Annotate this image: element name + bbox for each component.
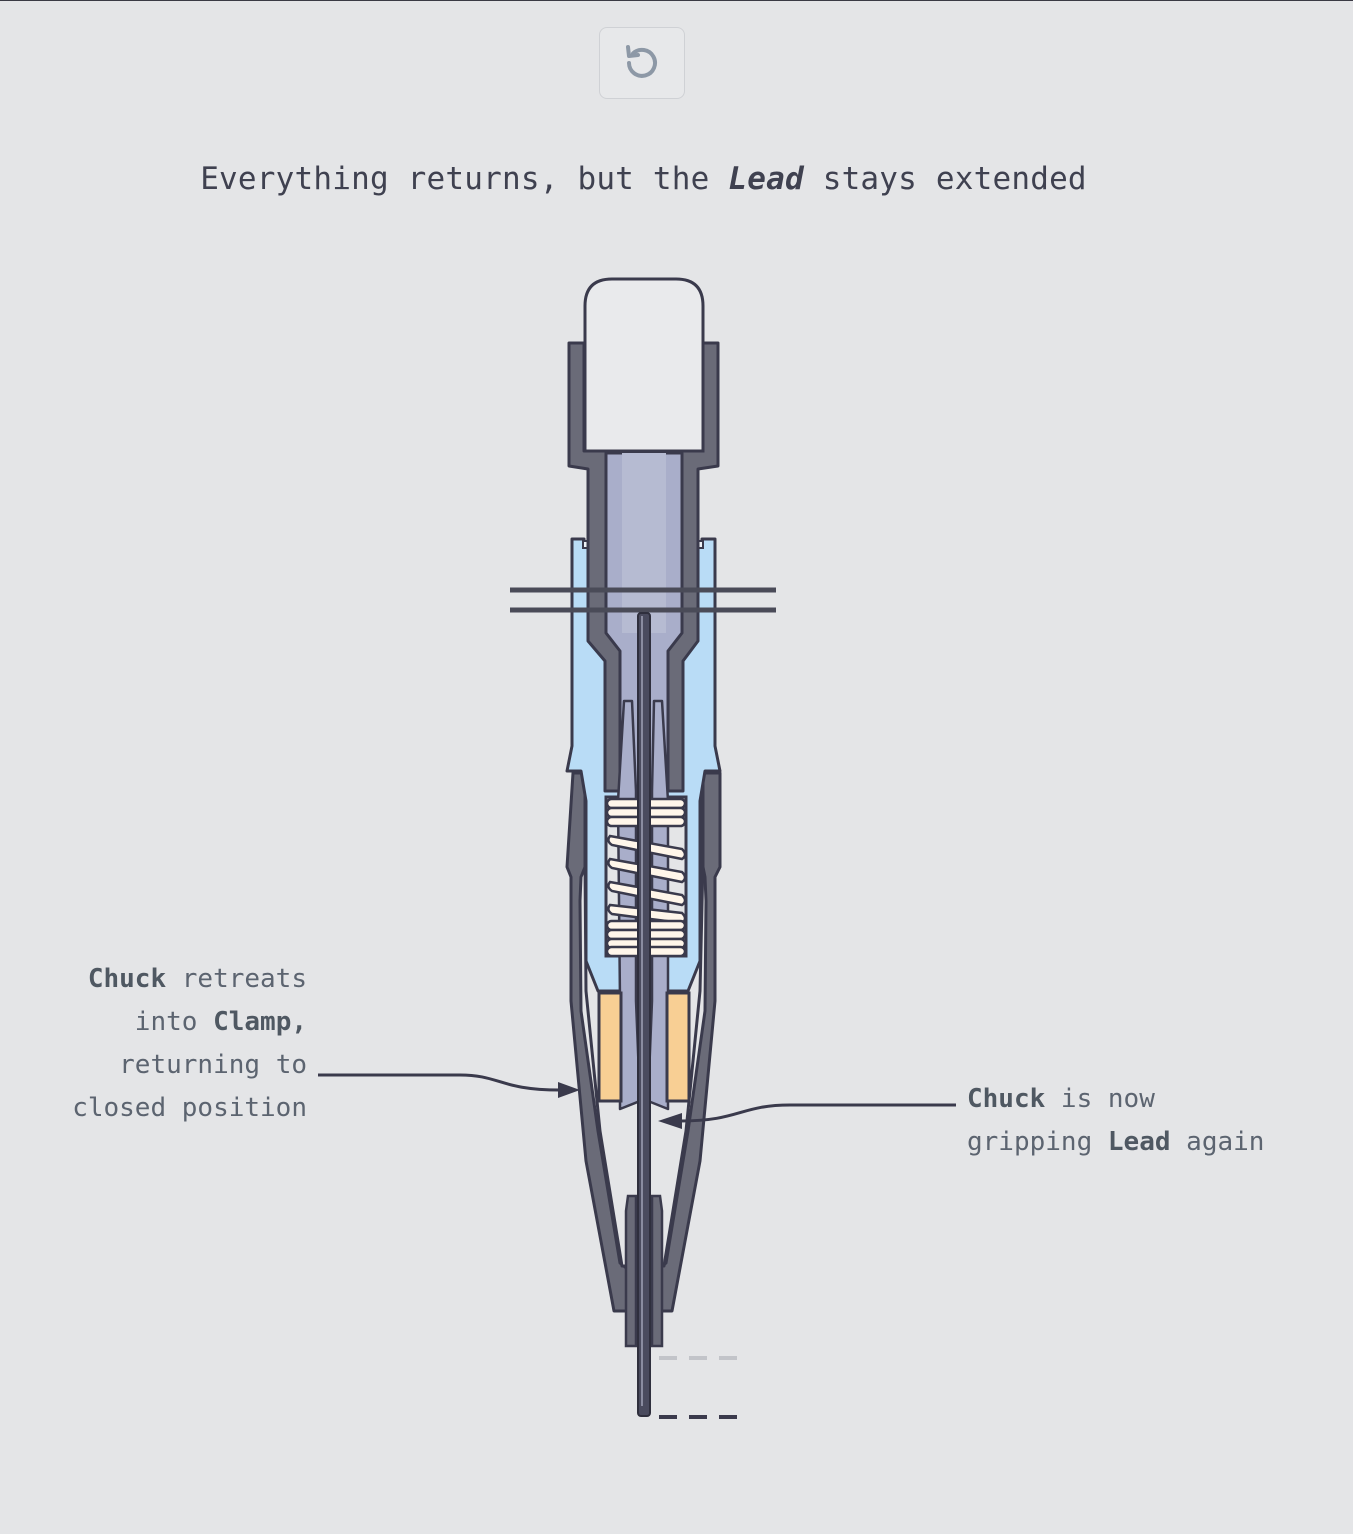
right-annotation-leader (679, 1103, 956, 1123)
annotation-chuck-retreats: Chuck retreats into Clamp, returning to … (72, 964, 307, 1123)
push-button-cap (583, 277, 705, 453)
step-caption: Everything returns, but the Lead stays e… (200, 161, 1087, 197)
reset-button[interactable] (599, 27, 685, 99)
left-annotation-leader (318, 1073, 561, 1092)
caption-emphasis: Lead (728, 161, 804, 197)
clamp-right (665, 991, 691, 1103)
reset-icon (626, 45, 657, 78)
pencil-tip-body (565, 771, 722, 1313)
lead-guide-pipe (624, 1194, 638, 1348)
clamp-left (597, 991, 623, 1103)
lead (637, 612, 651, 1417)
annotation-chuck-gripping: Chuck is now gripping Lead again (967, 1084, 1265, 1157)
